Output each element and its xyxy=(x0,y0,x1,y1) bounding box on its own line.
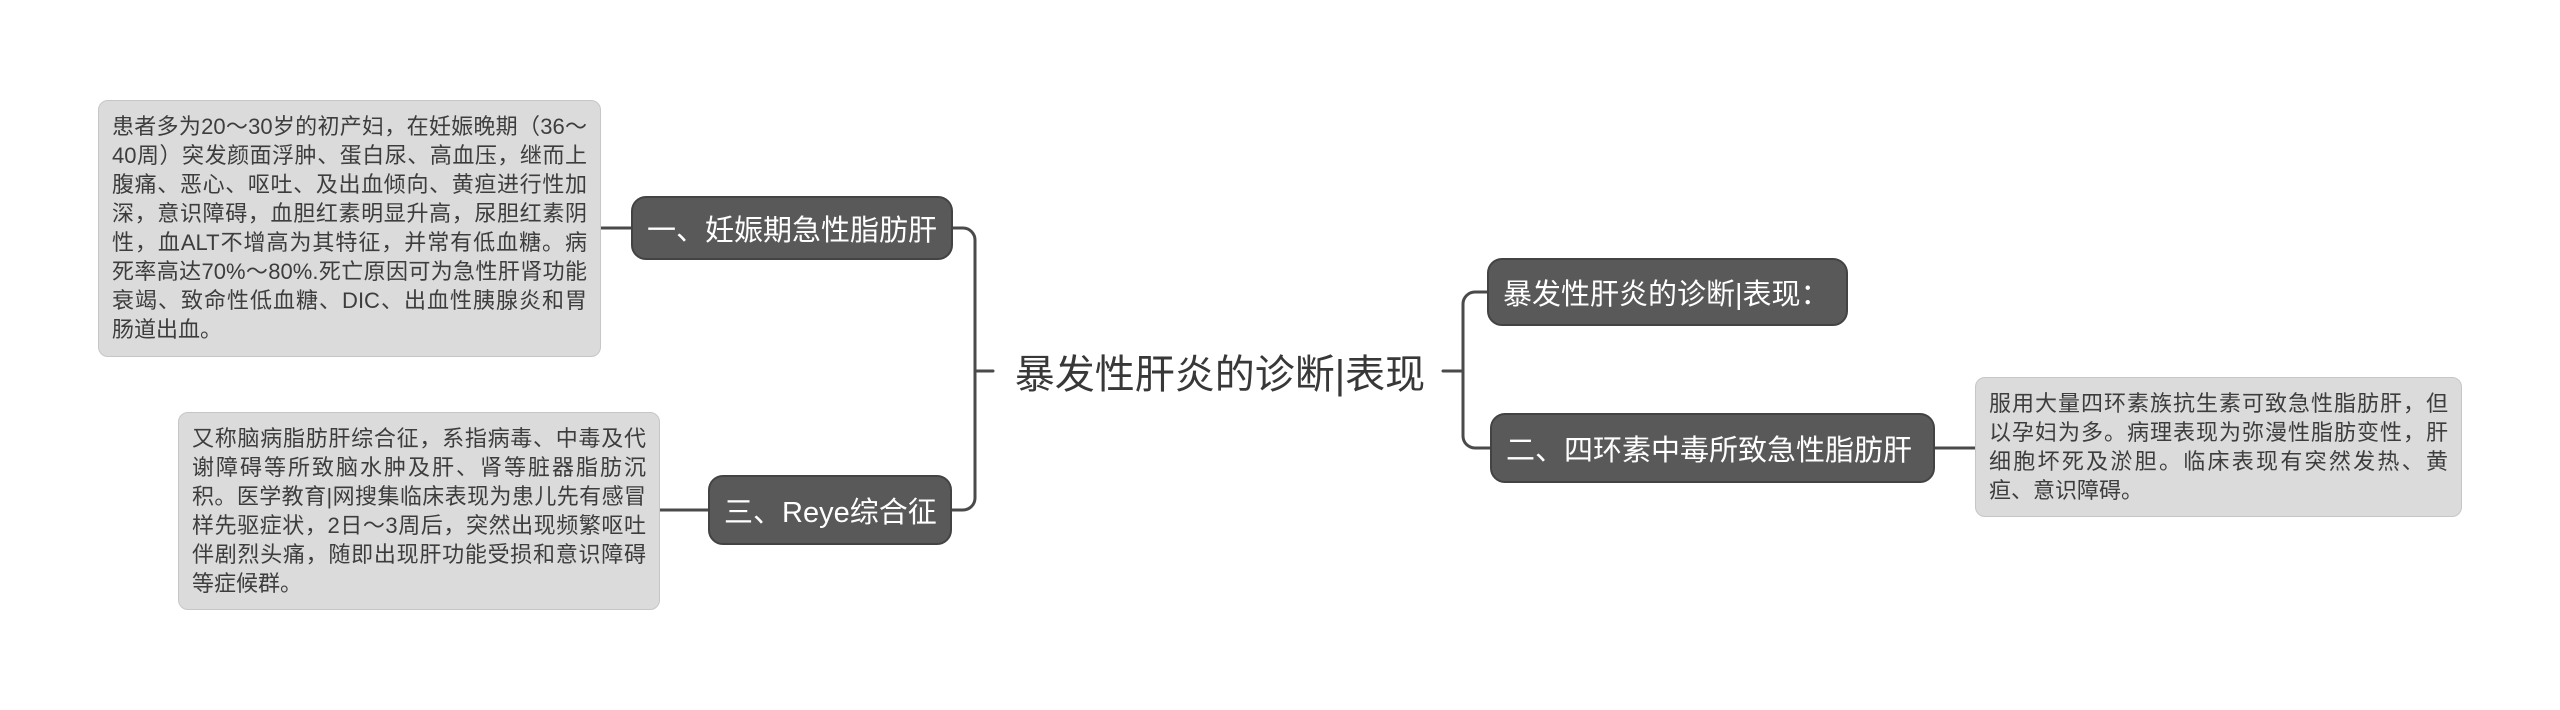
detail-box-reye-syndrome[interactable]: 又称脑病脂肪肝综合征，系指病毒、中毒及代谢障碍等所致脑水肿及肝、肾等脏器脂肪沉积… xyxy=(178,412,660,610)
central-topic-title[interactable]: 暴发性肝炎的诊断|表现 xyxy=(1003,341,1437,401)
detail-text: 又称脑病脂肪肝综合征，系指病毒、中毒及代谢障碍等所致脑水肿及肝、肾等脏器脂肪沉积… xyxy=(192,426,646,596)
connector-right-bracket xyxy=(1461,290,1492,450)
detail-box-tetracycline-fatty-liver[interactable]: 服用大量四环素族抗生素可致急性脂肪肝，但以孕妇为多。病理表现为弥漫性脂肪变性，肝… xyxy=(1975,377,2462,517)
detail-text: 患者多为20～30岁的初产妇，在妊娠晚期（36～40周）突发颜面浮肿、蛋白尿、高… xyxy=(112,114,587,342)
topic-label: 暴发性肝炎的诊断|表现： xyxy=(1503,279,1830,311)
topic-box-pregnancy-fatty-liver[interactable]: 一、妊娠期急性脂肪肝 xyxy=(631,196,953,260)
topic-box-tetracycline-fatty-liver[interactable]: 二、四环素中毒所致急性脂肪肝 xyxy=(1490,413,1935,483)
detail-text: 服用大量四环素族抗生素可致急性脂肪肝，但以孕妇为多。病理表现为弥漫性脂肪变性，肝… xyxy=(1989,391,2448,503)
topic-label: 三、Reye综合征 xyxy=(724,497,937,529)
central-topic-label: 暴发性肝炎的诊断|表现 xyxy=(1014,353,1426,397)
topic-label: 一、妊娠期急性脂肪肝 xyxy=(647,215,938,247)
detail-box-pregnancy-fatty-liver[interactable]: 患者多为20～30岁的初产妇，在妊娠晚期（36～40周）突发颜面浮肿、蛋白尿、高… xyxy=(98,100,601,357)
connector-left-bracket xyxy=(950,226,977,512)
topic-box-reye-syndrome[interactable]: 三、Reye综合征 xyxy=(708,475,952,545)
topic-label: 二、四环素中毒所致急性脂肪肝 xyxy=(1506,435,1913,467)
topic-box-diagnosis-header[interactable]: 暴发性肝炎的诊断|表现： xyxy=(1487,258,1848,326)
